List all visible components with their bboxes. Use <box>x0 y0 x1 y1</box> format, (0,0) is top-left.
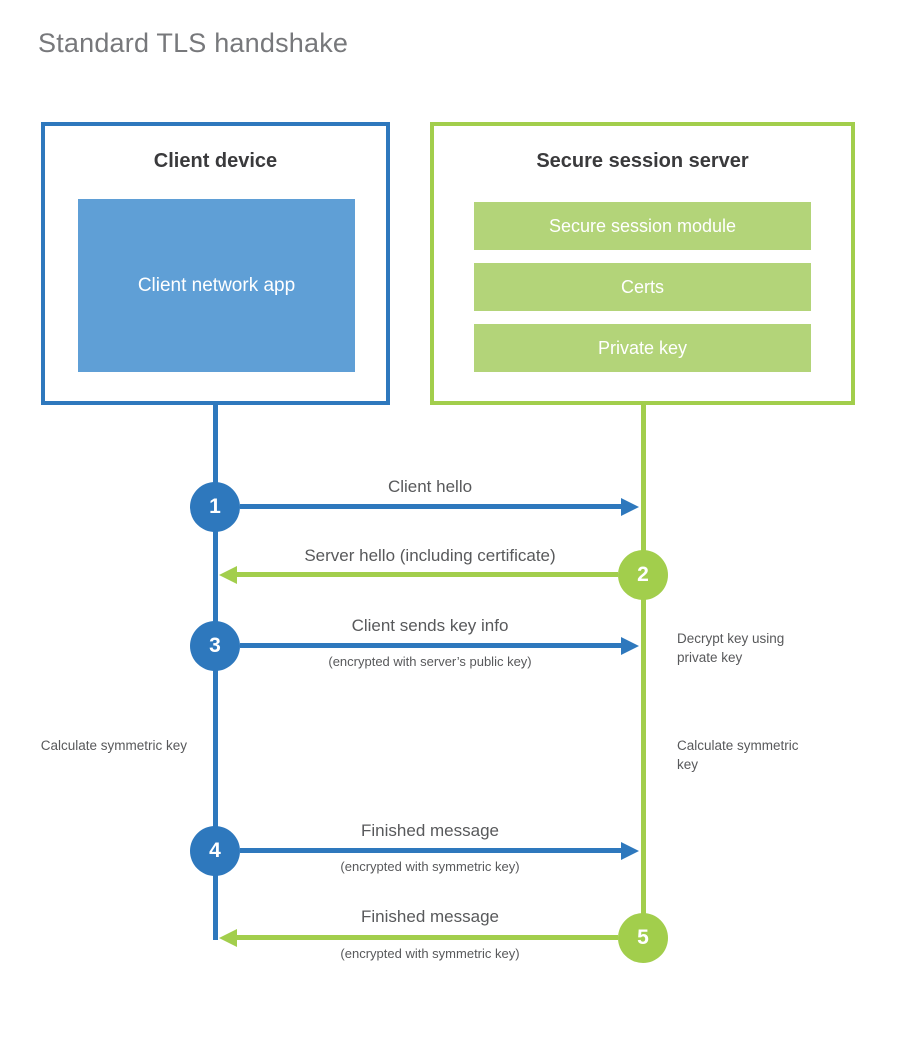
arrow-step-3-head <box>621 637 639 655</box>
page-title: Standard TLS handshake <box>38 28 349 58</box>
step-5-sublabel: (encrypted with symmetric key) <box>340 946 520 961</box>
client-lifeline <box>213 405 218 940</box>
secure-session-module-bar: Secure session module <box>474 202 811 250</box>
step-3-sublabel: (encrypted with server’s public key) <box>328 654 532 669</box>
step-marker-2: 2 <box>618 550 668 600</box>
step-4-sublabel: (encrypted with symmetric key) <box>340 859 520 874</box>
step-3-label: Client sends key info <box>351 616 509 635</box>
note-calculate-symmetric-key-server: Calculate symmetric key <box>677 738 799 772</box>
step-1-label: Client hello <box>387 477 473 496</box>
client-device-heading: Client device <box>153 150 278 172</box>
client-device-box: Client device Client network app <box>41 122 390 405</box>
arrow-step-4-shaft <box>240 848 622 853</box>
note-decrypt-key: Decrypt key using private key <box>677 631 785 665</box>
arrow-step-2-shaft <box>237 572 618 577</box>
arrow-step-5-head <box>219 929 237 947</box>
client-network-app-label: Client network app <box>137 274 296 296</box>
client-network-app-box: Client network app <box>78 199 355 372</box>
server-lifeline <box>641 405 646 938</box>
step-marker-3: 3 <box>190 621 240 671</box>
arrow-step-3-shaft <box>240 643 622 648</box>
arrow-step-1-shaft <box>240 504 622 509</box>
arrow-step-1-head <box>621 498 639 516</box>
step-marker-5: 5 <box>618 913 668 963</box>
arrow-step-4-head <box>621 842 639 860</box>
step-5-label: Finished message <box>361 907 499 926</box>
secure-session-server-box: Secure session server Secure session mod… <box>430 122 855 405</box>
private-key-bar: Private key <box>474 324 811 372</box>
arrow-step-2-head <box>219 566 237 584</box>
step-2-label: Server hello (including certificate) <box>304 546 556 565</box>
step-marker-1: 1 <box>190 482 240 532</box>
step-marker-4: 4 <box>190 826 240 876</box>
step-4-label: Finished message <box>361 821 499 840</box>
secure-session-server-heading: Secure session server <box>536 150 749 172</box>
certs-bar: Certs <box>474 263 811 311</box>
note-calculate-symmetric-key-client: Calculate symmetric key <box>40 738 187 753</box>
arrow-step-5-shaft <box>237 935 618 940</box>
